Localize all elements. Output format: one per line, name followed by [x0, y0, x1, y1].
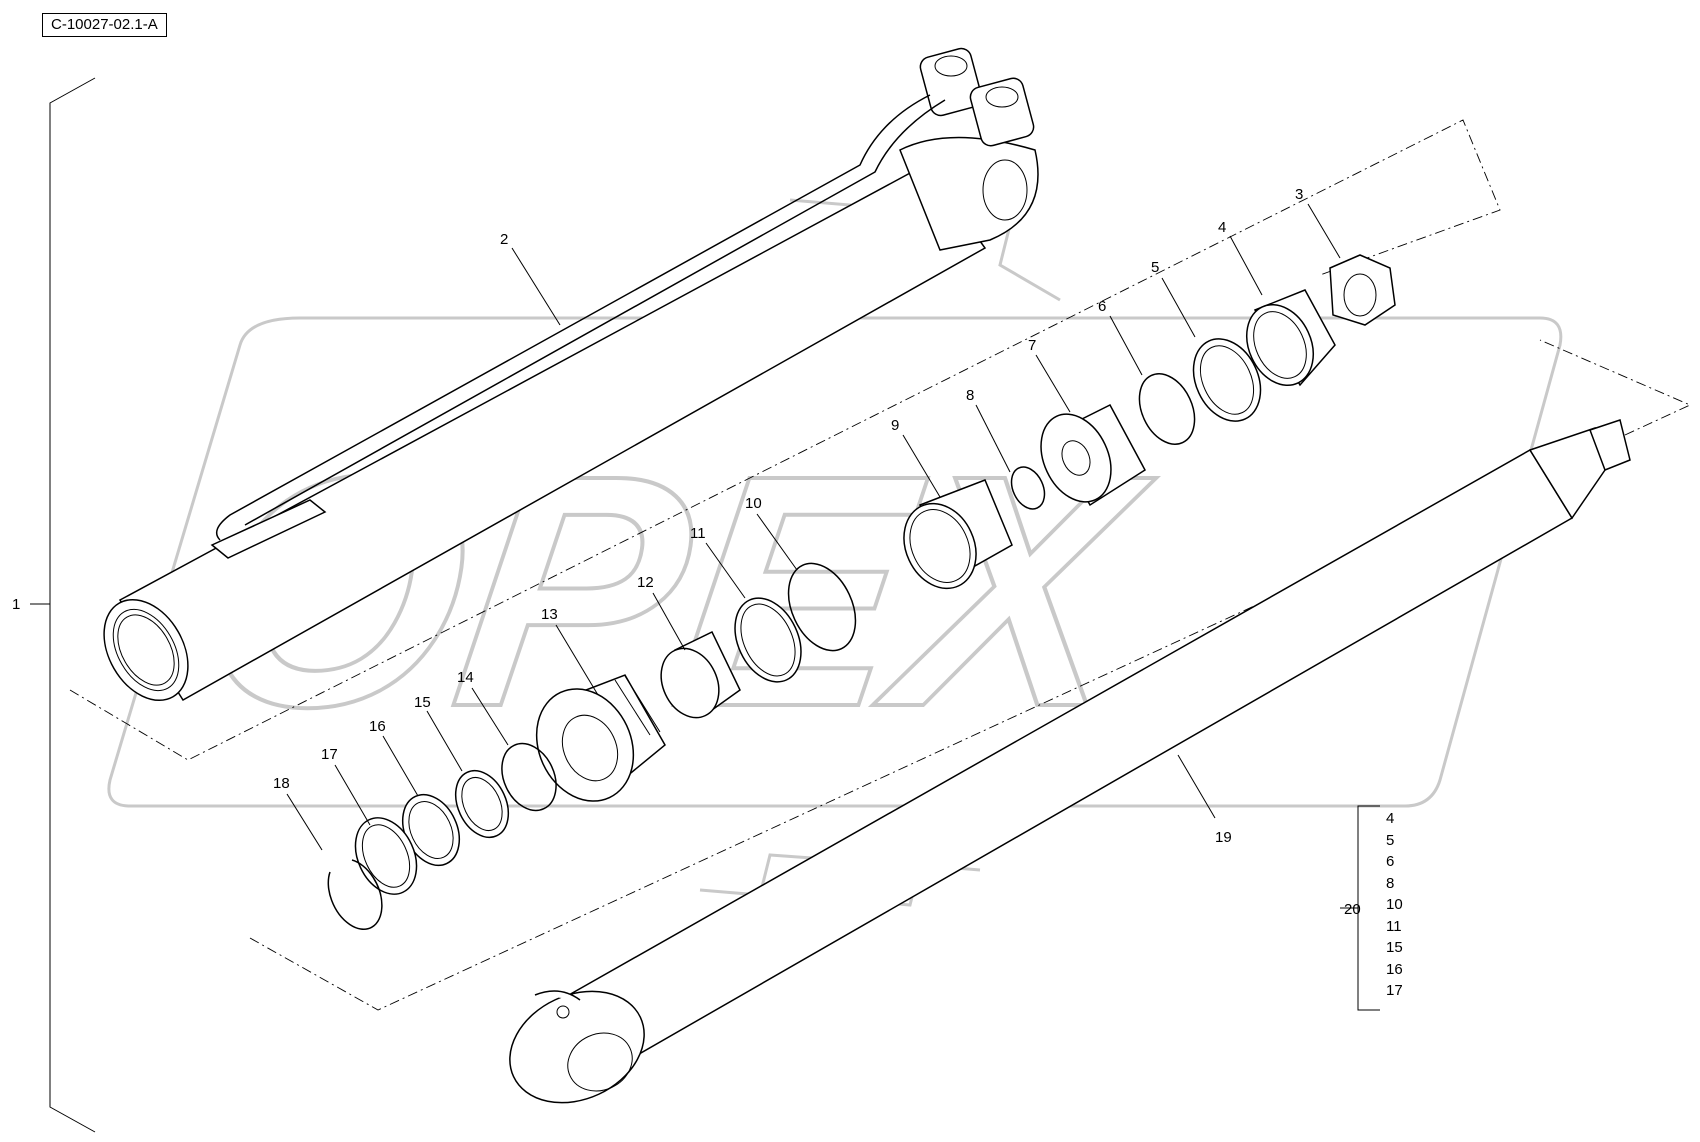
backup-ring-11 — [734, 597, 802, 683]
assembly-frame-lines — [69, 119, 1692, 1011]
kit-item: 15 — [1386, 939, 1403, 956]
callout-12: 12 — [637, 574, 654, 591]
callout-6: 6 — [1098, 298, 1106, 315]
piston-7 — [1040, 404, 1146, 507]
kit-item: 11 — [1386, 917, 1402, 935]
bushing-4 — [1246, 289, 1336, 387]
backup-ring-11-inner — [740, 603, 796, 677]
bushing-12 — [660, 630, 741, 719]
callout-16: 16 — [369, 718, 386, 735]
kit-item: 10 — [1386, 896, 1403, 913]
callout-1: 1 — [12, 596, 20, 613]
callout-20: 20 — [1344, 901, 1361, 918]
o-ring-14 — [501, 742, 557, 812]
callout-9: 9 — [891, 417, 899, 434]
callout-11: 11 — [690, 525, 706, 542]
kit-item: 5 — [1386, 831, 1395, 849]
callout-2: 2 — [500, 231, 508, 248]
callout-4: 4 — [1218, 219, 1226, 236]
lock-nut — [1329, 254, 1396, 326]
kit-item: 17 — [1386, 982, 1403, 999]
spacer-sleeve-9 — [903, 479, 1013, 590]
seal-ring-5 — [1192, 338, 1262, 422]
callout-7: 7 — [1028, 337, 1036, 354]
callout-3: 3 — [1295, 186, 1303, 203]
kit-item: 6 — [1386, 853, 1395, 870]
seal-ring-5-inner — [1199, 345, 1255, 415]
callout-17: 17 — [321, 746, 338, 763]
seal-ring-16-inner — [408, 801, 454, 859]
kit-item: 8 — [1386, 874, 1395, 892]
kit-bracket-20 — [1357, 805, 1380, 1011]
callout-13: 13 — [541, 606, 558, 623]
callout-15: 15 — [414, 694, 431, 711]
cylinder-barrel — [103, 47, 1039, 702]
callout-labels: 1 2 3 4 5 6 7 8 9 10 11 12 13 14 15 16 1… — [12, 186, 1361, 918]
o-ring-6 — [1138, 373, 1196, 445]
seal-ring-15 — [454, 769, 510, 839]
leader-lines — [286, 203, 1358, 909]
wiper-seal-17-inner — [361, 824, 411, 888]
assembly-bracket-1 — [30, 77, 96, 1133]
callout-19: 19 — [1215, 829, 1232, 846]
kit-item: 4 — [1386, 810, 1395, 827]
o-ring-8 — [1010, 466, 1046, 510]
callout-5: 5 — [1151, 259, 1159, 276]
callout-18: 18 — [273, 775, 290, 792]
callout-8: 8 — [966, 387, 974, 404]
callout-10: 10 — [745, 495, 762, 512]
o-ring-10 — [787, 562, 857, 652]
snap-ring-18 — [327, 859, 383, 930]
drawing-id-label: C-10027-02.1-A — [42, 13, 167, 37]
callout-14: 14 — [457, 669, 474, 686]
gland-nut-13 — [535, 674, 666, 802]
seal-ring-15-inner — [461, 777, 503, 831]
kit-item: 16 — [1386, 960, 1403, 978]
piston-rod — [509, 419, 1631, 1104]
